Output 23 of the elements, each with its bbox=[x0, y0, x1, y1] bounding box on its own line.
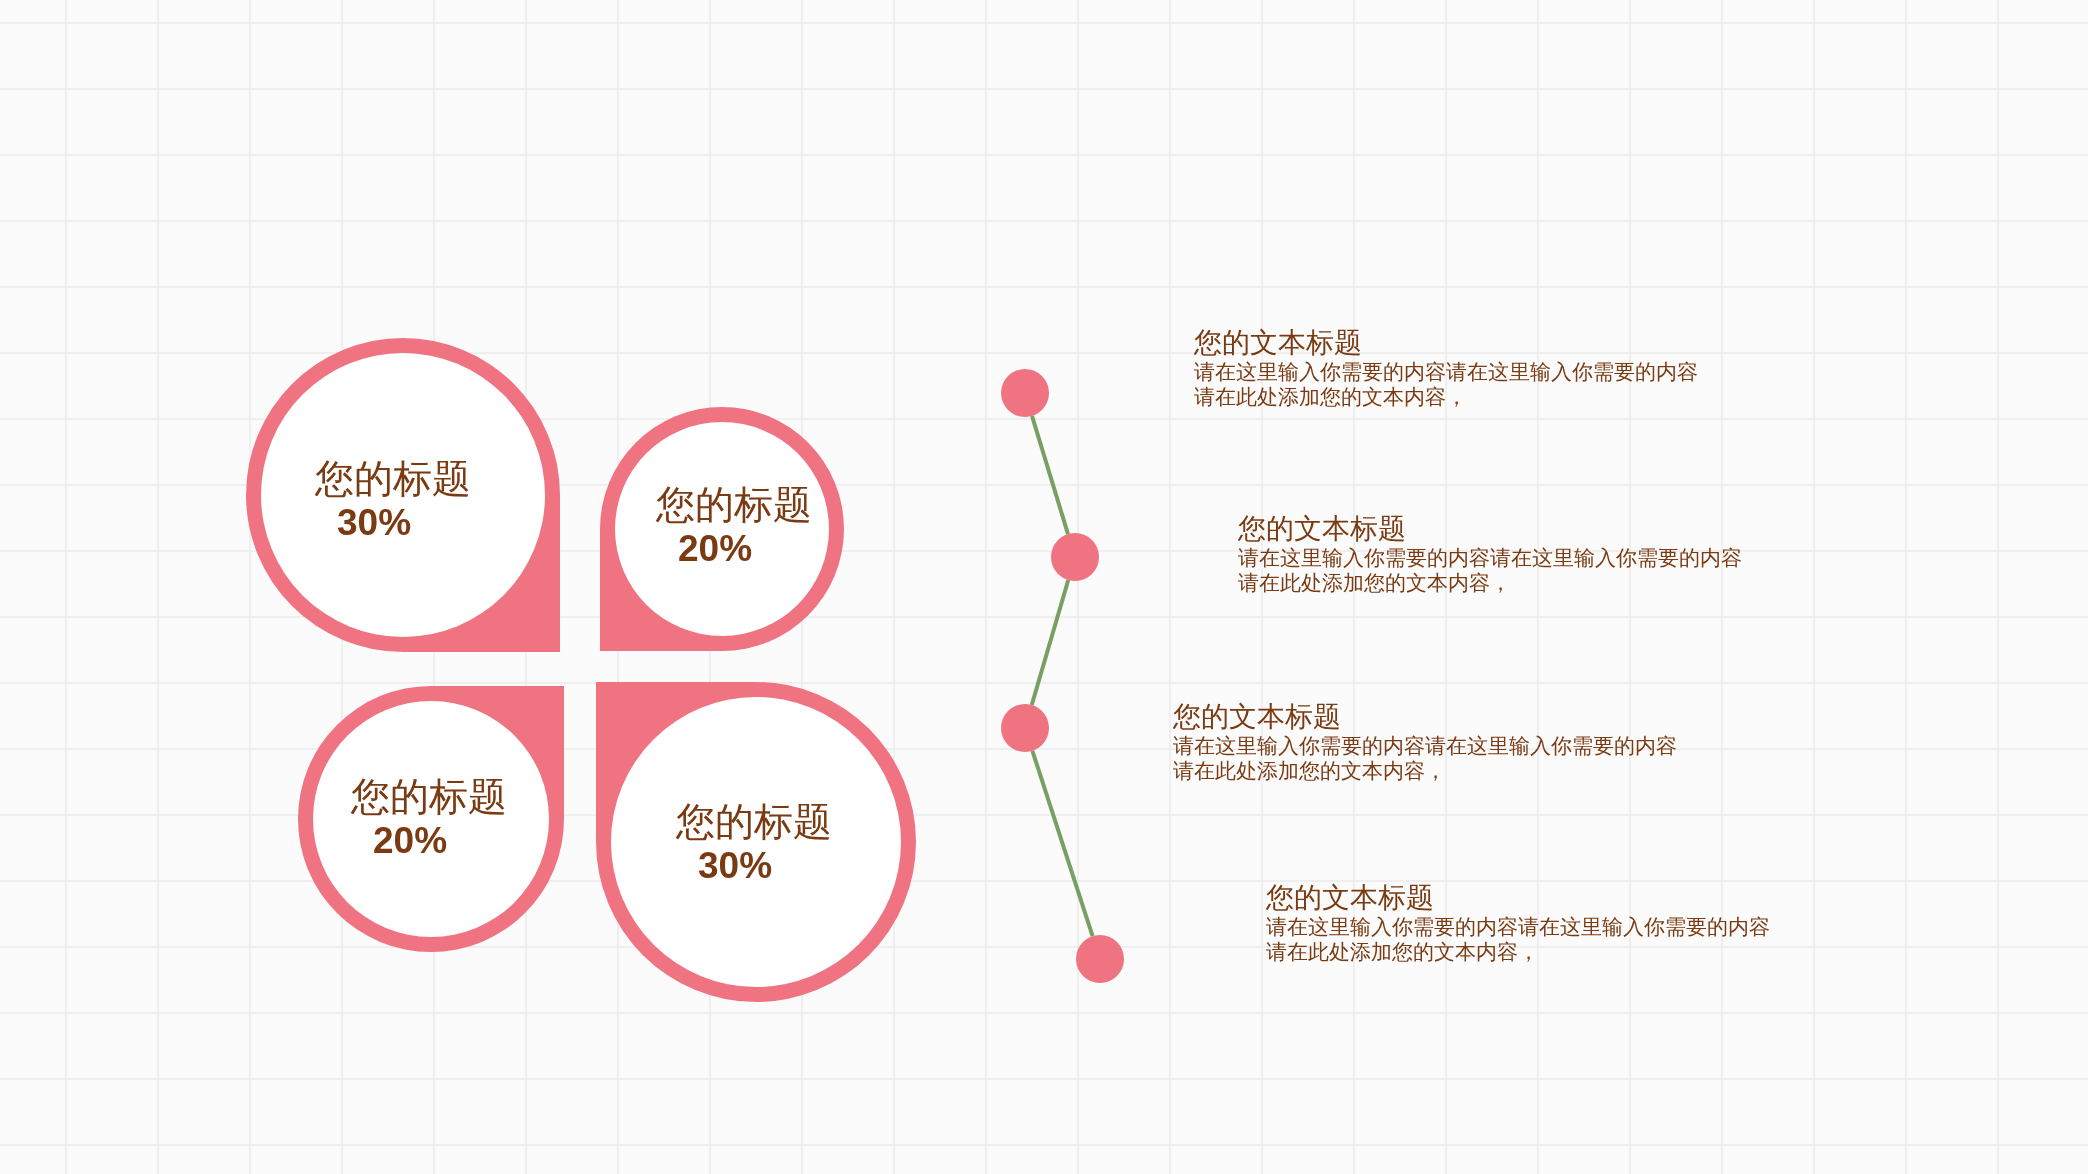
percentage-value: 20% bbox=[678, 527, 753, 571]
item-description: 请在此处添加您的文本内容， bbox=[1238, 570, 1511, 596]
node-title: 您的标题 bbox=[351, 775, 507, 820]
item-heading: 您的文本标题 bbox=[1173, 700, 1341, 734]
node-title: 您的标题 bbox=[315, 457, 471, 502]
percentage-value: 30% bbox=[698, 844, 773, 888]
connector-line bbox=[1029, 579, 1071, 706]
connector-line bbox=[1030, 750, 1095, 937]
item-description: 请在此处添加您的文本内容， bbox=[1266, 939, 1539, 965]
node-title: 您的标题 bbox=[676, 800, 832, 845]
percentage-value: 30% bbox=[337, 501, 412, 545]
node-title: 您的标题 bbox=[656, 483, 812, 528]
percentage-value: 20% bbox=[373, 819, 448, 863]
item-description: 请在此处添加您的文本内容， bbox=[1173, 758, 1446, 784]
item-heading: 您的文本标题 bbox=[1194, 326, 1362, 360]
item-description: 请在这里输入你需要的内容请在这里输入你需要的内容 bbox=[1266, 914, 1770, 940]
item-description: 请在这里输入你需要的内容请在这里输入你需要的内容 bbox=[1238, 545, 1742, 571]
item-description: 请在此处添加您的文本内容， bbox=[1194, 384, 1467, 410]
connector-line bbox=[1030, 415, 1070, 535]
item-heading: 您的文本标题 bbox=[1266, 881, 1434, 915]
item-description: 请在这里输入你需要的内容请在这里输入你需要的内容 bbox=[1194, 359, 1698, 385]
item-heading: 您的文本标题 bbox=[1238, 512, 1406, 546]
item-description: 请在这里输入你需要的内容请在这里输入你需要的内容 bbox=[1173, 733, 1677, 759]
